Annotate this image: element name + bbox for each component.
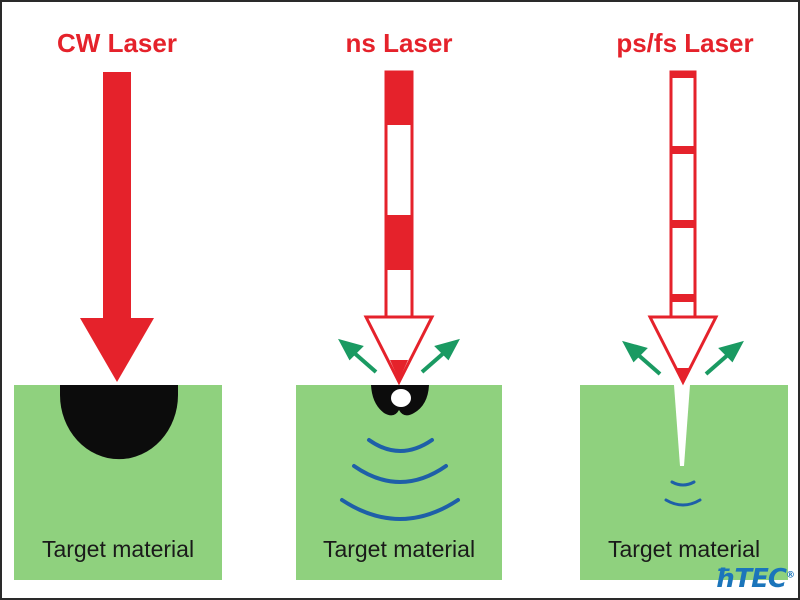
ns-beam-arrowhead: [363, 315, 435, 386]
psfs-pulse-1: [671, 72, 695, 78]
panel-title-psfs: ps/fs Laser: [616, 28, 754, 58]
ejecta-arrow-psfs-left: [622, 340, 648, 363]
logo-mark-icon: ħ: [714, 564, 736, 594]
ns-arrow-tip: [390, 360, 408, 380]
shockwave-ns-3: [340, 498, 460, 521]
shockwave-ns-2: [352, 464, 448, 484]
material-label-psfs: Target material: [607, 536, 761, 562]
panel-cw: [14, 72, 222, 580]
psfs-beam-arrowhead: [647, 315, 719, 386]
shockwave-psfs-1: [670, 480, 696, 487]
crater-ns-highlight: [391, 389, 411, 407]
ejecta-ns: [338, 338, 460, 374]
cw-beam-arrowhead: [80, 318, 154, 382]
material-label-cw: Target material: [41, 536, 195, 562]
ns-pulse-2: [386, 215, 412, 270]
ejecta-arrow-psfs-right: [718, 340, 744, 363]
shockwave-ns-1: [367, 438, 434, 453]
psfs-beam-shaft: [669, 70, 697, 321]
melt-pool-cw: [60, 385, 178, 460]
cw-beam-shaft: [103, 72, 131, 320]
hitec-logo: ħTEC®: [714, 564, 795, 594]
ejecta-arrow-ns-right: [434, 338, 460, 361]
shockwaves-psfs: [664, 480, 702, 507]
material-label-ns: Target material: [322, 536, 476, 562]
panel-psfs: [580, 70, 788, 580]
registered-mark-icon: ®: [786, 570, 795, 581]
psfs-pulse-3: [671, 220, 695, 228]
ns-pulse-1: [386, 72, 412, 125]
panel-ns: [296, 70, 502, 580]
logo-text: TEC: [734, 564, 787, 594]
shockwaves-ns: [340, 438, 460, 521]
psfs-pulse-4: [671, 294, 695, 302]
psfs-pulse-2: [671, 146, 695, 154]
panel-title-cw: CW Laser: [57, 28, 177, 58]
ejecta-arrow-ns-left: [338, 338, 364, 361]
psfs-arrow-tip: [676, 368, 690, 381]
ejecta-psfs: [622, 340, 744, 376]
micro-channel-psfs: [674, 385, 690, 466]
panel-title-ns: ns Laser: [345, 28, 453, 58]
shockwave-psfs-2: [664, 498, 702, 507]
